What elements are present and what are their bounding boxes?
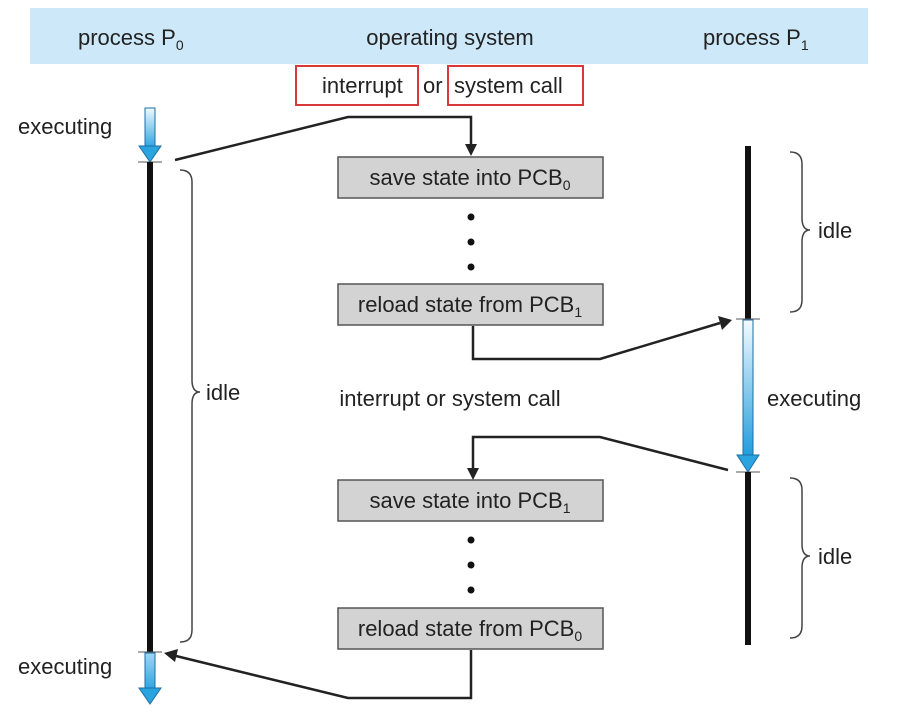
p1-idle-top-label: idle (818, 218, 852, 243)
p0-executing-bottom-label: executing (18, 654, 112, 679)
ellipsis-dots-1 (467, 213, 475, 271)
box-reload-state-pcb1: reload state from PCB1 (337, 283, 604, 326)
p0-executing-arrow-bottom (138, 652, 162, 705)
p0-idle-label: idle (206, 380, 240, 405)
arrow-p1-to-os (467, 435, 729, 480)
p0-executing-arrow-top (138, 107, 162, 163)
p0-executing-top-label: executing (18, 114, 112, 139)
p1-idle-brace-top (789, 151, 811, 313)
svg-text:save state into PCB1: save state into PCB1 (369, 488, 570, 516)
p0-idle-brace (179, 169, 201, 643)
middle-event-label: interrupt or system call (339, 386, 560, 411)
header-process-p1: process P1 (703, 25, 809, 53)
top-event-interrupt: interrupt (322, 73, 403, 98)
p1-executing-arrow (736, 319, 760, 473)
p1-idle-brace-bottom (789, 477, 811, 639)
box-save-state-pcb0: save state into PCB0 (337, 156, 604, 199)
header-process-p0: process P0 (78, 25, 184, 53)
highlight-box-system-call (447, 65, 584, 106)
svg-text:reload state from PCB1: reload state from PCB1 (358, 292, 582, 320)
box-save-state-pcb1: save state into PCB1 (337, 479, 604, 522)
box-reload-state-pcb0: reload state from PCB0 (337, 607, 604, 650)
top-event-system-call: system call (454, 73, 563, 98)
p1-executing-label: executing (767, 386, 861, 411)
ellipsis-dots-2 (467, 536, 475, 594)
svg-text:reload state from PCB0: reload state from PCB0 (358, 616, 582, 644)
arrow-os-to-p0 (164, 649, 473, 700)
svg-text:save state into PCB0: save state into PCB0 (369, 165, 570, 193)
header-operating-system: operating system (366, 25, 534, 50)
p1-idle-bottom-label: idle (818, 544, 852, 569)
header-band (30, 8, 868, 64)
arrow-p0-to-os (174, 115, 477, 162)
arrow-os-to-p1 (471, 316, 732, 361)
highlight-box-interrupt (295, 65, 419, 106)
top-event-or: or (423, 73, 443, 98)
